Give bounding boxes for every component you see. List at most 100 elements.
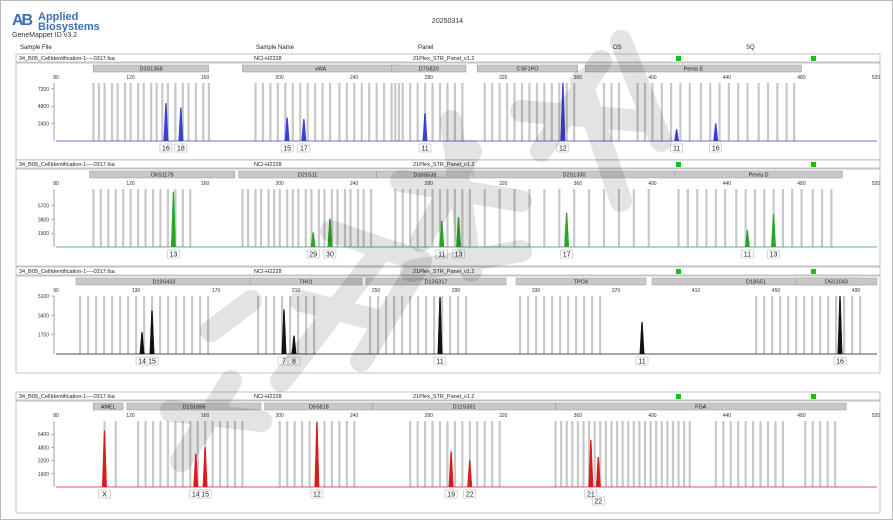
x-tick-label: 240 <box>350 75 359 81</box>
x-tick-label: 360 <box>574 413 583 419</box>
allele-bin <box>558 189 561 247</box>
x-tick-label: 240 <box>350 181 359 187</box>
locus-label-box <box>89 170 236 179</box>
allele-bin <box>453 189 457 247</box>
panel-title-row <box>15 53 881 63</box>
allele-bin <box>424 189 427 247</box>
allele-bin <box>643 421 647 487</box>
trace-peak <box>149 310 155 355</box>
x-tick-label: 410 <box>692 288 701 294</box>
allele-bin <box>273 189 276 247</box>
trace-peak <box>837 295 843 355</box>
header-sample-name: Sample Name <box>256 45 295 51</box>
allele-call: 19 <box>447 491 455 498</box>
allele-bin <box>781 421 785 487</box>
allele-bin <box>257 296 260 354</box>
allele-call-box <box>670 143 683 153</box>
allele-bin <box>709 83 712 141</box>
allele-bin <box>103 83 106 141</box>
allele-bin <box>127 296 130 354</box>
allele-bin <box>143 296 146 354</box>
allele-bin <box>461 421 464 487</box>
allele-call: 12 <box>559 145 567 152</box>
trace-peak <box>327 218 333 248</box>
x-tick-label: 440 <box>723 75 732 81</box>
allele-call: 11 <box>673 145 680 152</box>
allele-bin <box>483 83 486 141</box>
allele-bin <box>142 83 145 141</box>
allele-bin <box>602 83 606 141</box>
allele-bin <box>843 296 846 354</box>
allele-bin <box>599 421 602 487</box>
allele-bin <box>632 189 635 247</box>
allele-bin <box>636 83 639 141</box>
allele-bin <box>803 296 806 354</box>
logo-mark: AB <box>12 12 33 29</box>
allele-bin <box>289 296 292 354</box>
allele-call: 21 <box>587 491 595 498</box>
locus-label: TH01 <box>299 280 312 286</box>
trace-peak <box>102 430 107 488</box>
allele-bin <box>441 296 444 354</box>
sq-status-indicator <box>811 394 816 399</box>
allele-bin <box>643 83 647 141</box>
allele-bin <box>610 421 613 487</box>
allele-bin <box>677 189 680 247</box>
allele-bin <box>468 189 471 247</box>
locus-label-box <box>249 277 363 286</box>
column-header-row: Sample File Sample Name Panel OS SQ <box>16 45 880 54</box>
allele-bin <box>345 83 348 141</box>
x-tick-label: 400 <box>648 413 657 419</box>
allele-bin <box>92 189 95 247</box>
allele-bin <box>834 421 837 487</box>
allele-bin <box>688 421 691 487</box>
allele-bin <box>438 189 442 247</box>
x-tick-label: 490 <box>852 288 861 294</box>
allele-bin <box>151 189 155 247</box>
trace-peak <box>163 103 169 142</box>
x-tick-label: 120 <box>126 181 135 187</box>
allele-bin <box>254 83 257 141</box>
allele-bin <box>820 189 824 247</box>
allele-bin <box>830 189 833 247</box>
allele-bin <box>281 296 284 354</box>
allele-bin <box>401 83 404 141</box>
allele-bin <box>207 83 211 141</box>
allele-bin <box>543 83 546 141</box>
allele-bin <box>752 421 755 487</box>
allele-bin <box>688 83 691 141</box>
allele-bin <box>368 83 371 141</box>
allele-call-box <box>741 249 754 259</box>
allele-bin <box>617 83 621 141</box>
allele-call: 13 <box>170 251 178 258</box>
allele-call: 11 <box>421 145 428 152</box>
trace-peak <box>564 212 570 248</box>
allele-bin <box>261 83 265 141</box>
allele-bin <box>804 421 807 487</box>
allele-call-box <box>433 356 447 366</box>
allele-bin <box>686 189 689 247</box>
allele-call: 11 <box>638 358 645 365</box>
allele-bin <box>457 296 460 354</box>
allele-bin <box>433 296 436 354</box>
allele-bin <box>811 189 814 247</box>
allele-bin <box>219 421 222 487</box>
allele-bin <box>401 296 404 354</box>
locus-label: D10S539 <box>414 173 437 179</box>
allele-bin <box>621 421 624 487</box>
allele-bin <box>543 296 546 354</box>
locus-label-box <box>391 64 467 73</box>
allele-call: 17 <box>300 145 308 152</box>
trace-peak <box>281 309 287 355</box>
allele-bin <box>774 421 777 487</box>
allele-call: X <box>102 491 107 498</box>
allele-bin <box>744 421 747 487</box>
allele-bin <box>800 189 803 247</box>
trace-peak <box>291 335 297 355</box>
allele-bin <box>793 83 796 141</box>
trace-peak <box>314 422 320 488</box>
allele-bin <box>660 83 663 141</box>
allele-bin <box>705 189 708 247</box>
allele-bin <box>299 83 302 141</box>
allele-bin <box>438 421 442 487</box>
